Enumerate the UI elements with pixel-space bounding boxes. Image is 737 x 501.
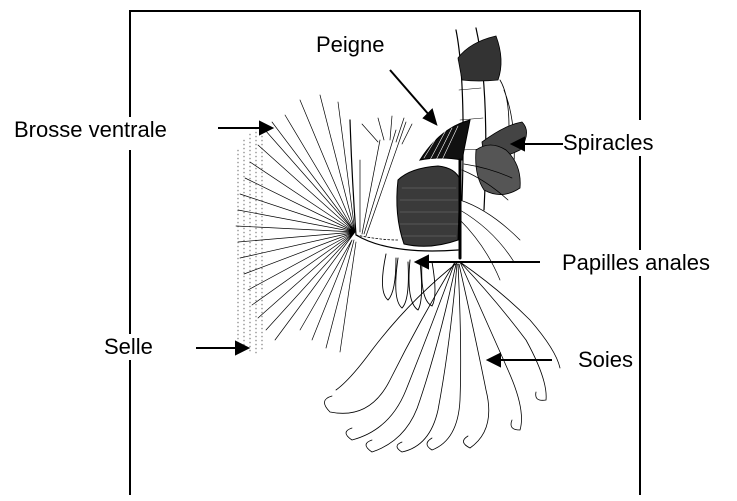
arrow-peigne (390, 70, 430, 116)
label-spiracles: Spiracles (563, 130, 653, 156)
label-papilles-anales: Papilles anales (562, 250, 710, 276)
label-soies: Soies (578, 347, 633, 373)
label-peigne: Peigne (316, 32, 385, 58)
siphon-tip (458, 36, 501, 81)
label-brosse-ventrale: Brosse ventrale (14, 117, 167, 143)
label-selle: Selle (104, 334, 153, 360)
anal-segment-saddle (397, 166, 460, 246)
caudal-setae (324, 262, 560, 452)
